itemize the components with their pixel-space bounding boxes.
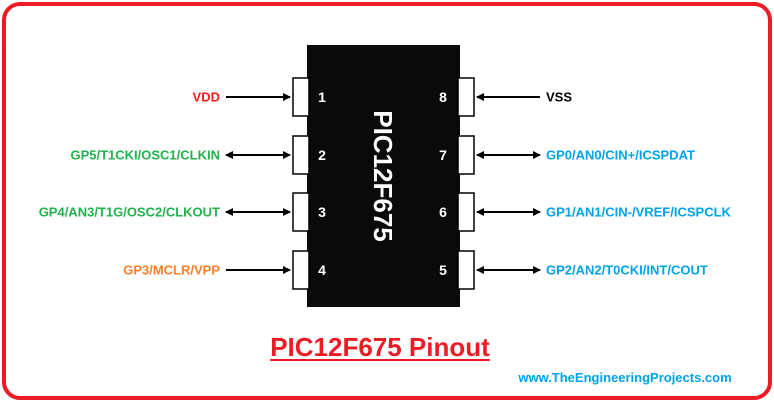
pin-number: 4 [318, 262, 326, 278]
pin-label: VSS [546, 90, 572, 105]
pin-2: 2 GP5/T1CKI/OSC1/CLKIN [70, 135, 326, 175]
pin-1: 1 VDD [193, 77, 326, 117]
pin-6: 6 GP1/AN1/CIN-/VREF/ICSPCLK [439, 192, 732, 232]
pin-3: 3 GP4/AN3/T1G/OSC2/CLKOUT [39, 192, 326, 232]
pin-label: GP4/AN3/T1G/OSC2/CLKOUT [39, 205, 220, 220]
pin-label: GP3/MCLR/VPP [123, 263, 220, 278]
diagram-title: PIC12F675 Pinout [270, 332, 490, 362]
pin-number: 5 [439, 262, 447, 278]
pin-lead [457, 250, 475, 290]
pin-8: 8 VSS [439, 77, 572, 117]
pin-label: GP0/AN0/CIN+/ICSPDAT [546, 148, 695, 163]
pin-label: GP5/T1CKI/OSC1/CLKIN [70, 148, 220, 163]
pin-label: GP1/AN1/CIN-/VREF/ICSPCLK [546, 205, 732, 220]
pin-number: 2 [318, 147, 326, 163]
pin-number: 1 [318, 89, 326, 105]
pin-label: VDD [193, 90, 220, 105]
chip-body [307, 45, 460, 307]
website-credit: www.TheEngineeringProjects.com [518, 370, 732, 385]
pin-lead [292, 192, 310, 232]
chip-name-label: PIC12F675 [368, 110, 398, 242]
pin-lead [457, 192, 475, 232]
pin-lead [292, 250, 310, 290]
pin-5: 5 GP2/AN2/T0CKI/INT/COUT [439, 250, 708, 290]
pin-number: 8 [439, 89, 447, 105]
pin-lead [457, 135, 475, 175]
pin-number: 7 [439, 147, 447, 163]
pin-number: 6 [439, 204, 447, 220]
pin-label: GP2/AN2/T0CKI/INT/COUT [546, 263, 708, 278]
pin-number: 3 [318, 204, 326, 220]
pin-lead [292, 77, 310, 117]
pin-7: 7 GP0/AN0/CIN+/ICSPDAT [439, 135, 695, 175]
pin-4: 4 GP3/MCLR/VPP [123, 250, 326, 290]
pin-lead [457, 77, 475, 117]
pin-lead [292, 135, 310, 175]
